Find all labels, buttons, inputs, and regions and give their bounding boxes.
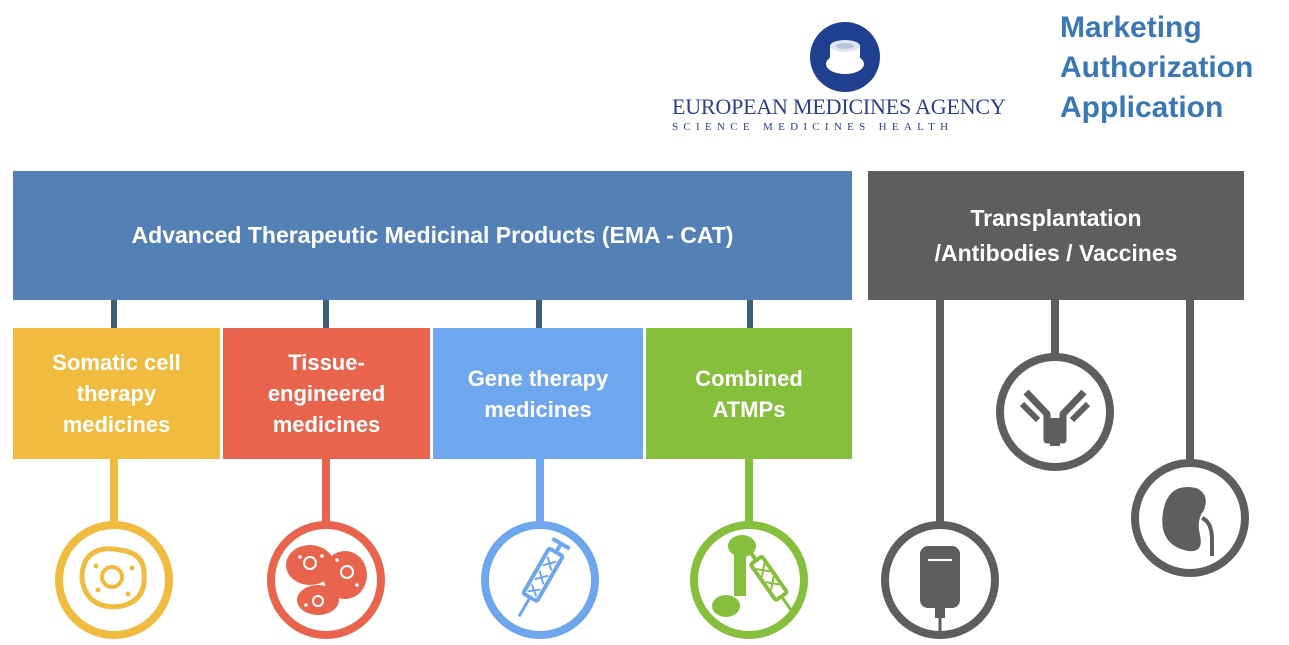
transplant-header-label: Transplantation /Antibodies / Vaccines: [934, 204, 1178, 266]
category-label: Tissue- engineered medicines: [267, 350, 386, 437]
ema-logo: [808, 20, 882, 94]
category-combined-atmps: Combined ATMPs: [646, 328, 852, 459]
kidney-icon: [1131, 300, 1249, 577]
antibody-icon: [996, 300, 1114, 471]
category-label: Gene therapy medicines: [467, 365, 609, 422]
atmp-header-label: Advanced Therapeutic Medicinal Products …: [131, 222, 734, 248]
agency-name: EUROPEAN MEDICINES AGENCY: [672, 94, 1006, 119]
category-somatic-cell: Somatic cell therapy medicines: [13, 328, 220, 459]
combined-atmp-icon: [690, 459, 808, 639]
ema-logo-icon: [810, 22, 880, 92]
category-label: Combined ATMPs: [695, 365, 803, 422]
header-connectors: [111, 300, 753, 328]
category-tissue-engineered: Tissue- engineered medicines: [223, 328, 430, 459]
category-gene-therapy: Gene therapy medicines: [433, 328, 643, 459]
iv-bag-icon: [881, 300, 999, 639]
page-title: Marketing Authorization Application: [1060, 11, 1254, 124]
cell-icon: [55, 459, 173, 639]
transplant-header: Transplantation /Antibodies / Vaccines: [868, 171, 1244, 300]
category-label: Somatic cell therapy medicines: [52, 350, 181, 437]
syringe-dna-icon: [481, 459, 599, 639]
atmp-header: Advanced Therapeutic Medicinal Products …: [13, 171, 852, 300]
tissue-cells-icon: [267, 459, 385, 639]
agency-tagline: SCIENCE MEDICINES HEALTH: [672, 121, 954, 133]
